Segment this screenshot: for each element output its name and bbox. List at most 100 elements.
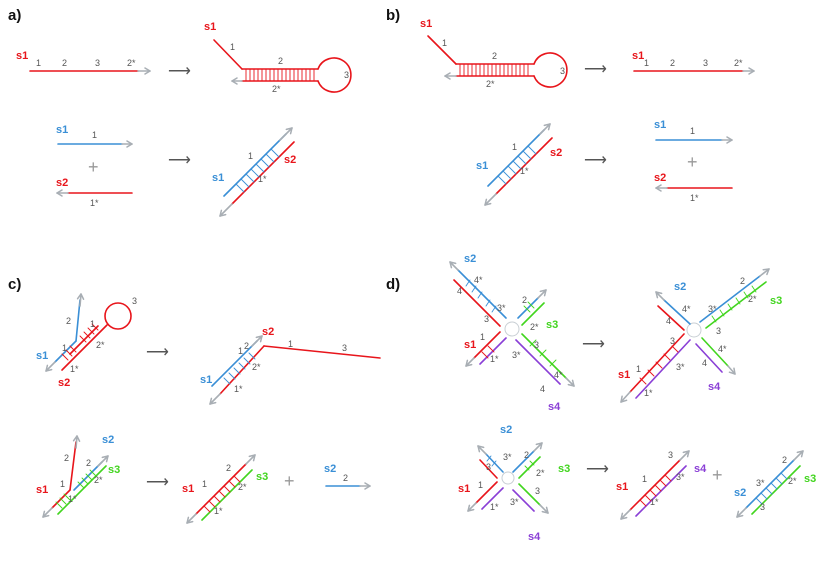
junction-four-arm: s2 s3 s1 s4 4* 4 3* 3 2 2* 1 1* 3* 3 4* …	[449, 253, 575, 413]
duplex-s1-s3: s1 s3 1 2 2* 1*	[182, 454, 268, 524]
reaction-arrow: ⟶	[168, 152, 191, 169]
domain-label: 3	[668, 450, 673, 460]
plus-sign: +	[687, 152, 698, 172]
complex-s1-s2-hairpin: s1 s2 2 1 1 2* 1* 3	[36, 293, 137, 389]
domain-label: 1	[60, 479, 65, 489]
domain-label: 3*	[676, 362, 685, 372]
domain-label: 1	[36, 58, 41, 68]
domain-label: 1	[288, 339, 293, 349]
strand-label: s2	[58, 377, 70, 389]
domain-label: 2	[492, 51, 497, 61]
strand-label: s1	[616, 481, 628, 493]
domain-label: 1	[642, 474, 647, 484]
domain-label: 2*	[536, 468, 545, 478]
strand-s2-single: s2 1*	[56, 177, 133, 208]
strand-label: s1	[200, 374, 212, 386]
plus-sign: +	[284, 471, 295, 491]
domain-label: 1	[442, 38, 447, 48]
domain-label: 3*	[512, 350, 521, 360]
domain-label: 2*	[127, 58, 136, 68]
domain-label: 3	[560, 66, 565, 76]
domain-label: 3*	[503, 452, 512, 462]
domain-label: 3	[716, 326, 721, 336]
plus-sign: +	[712, 465, 723, 485]
domain-label: 3*	[510, 497, 519, 507]
strand-label: s1	[476, 160, 488, 172]
complex-s1-s2-s3: s1 s2 s3 2 1 2 2* 1*	[36, 434, 120, 518]
domain-label: 1	[690, 126, 695, 136]
strand-label: s3	[256, 471, 268, 483]
domain-label: 3*	[708, 304, 717, 314]
domain-label: 1*	[490, 502, 499, 512]
strand-label: s1	[654, 119, 666, 131]
strand-label: s3	[108, 464, 120, 476]
duplex-s2-s3: s2 s3 3* 2 2* 3	[734, 450, 816, 518]
domain-label: 2	[740, 276, 745, 286]
domain-label: 1*	[90, 198, 99, 208]
reaction-arrow: ⟶	[146, 344, 169, 361]
domain-label: 3	[535, 486, 540, 496]
strand-label: s1	[632, 50, 644, 62]
domain-label: 3	[670, 336, 675, 346]
strand-s2-single: s2 2	[324, 463, 371, 490]
strand-label: s1	[56, 124, 68, 136]
domain-label: 1*	[650, 497, 659, 507]
domain-label: 1	[92, 130, 97, 140]
domain-label: 3	[95, 58, 100, 68]
domain-label: 4	[702, 358, 707, 368]
domain-label: 3*	[676, 472, 685, 482]
strand-label: s3	[546, 319, 558, 331]
domain-label: 1	[480, 332, 485, 342]
strand-label: s4	[694, 463, 707, 475]
strand-label: s3	[558, 463, 570, 475]
panel-a: a) s1 1 2 3 2* ⟶ s1	[8, 7, 352, 217]
domain-label: 1	[90, 319, 95, 329]
domain-label: 3	[132, 296, 137, 306]
domain-label: 2	[343, 473, 348, 483]
domain-label: 3	[342, 343, 347, 353]
domain-label: 1*	[690, 193, 699, 203]
domain-label: 2*	[486, 79, 495, 89]
strand-label: s2	[284, 154, 296, 166]
duplex-s1-s2: s1 s2 1 1*	[476, 123, 562, 206]
panel-c: c) s1 s2 2 1 1 2* 1* 3 ⟶	[8, 276, 381, 524]
strand-s1-hairpin: s1 1 2 2* 3	[420, 18, 568, 89]
strand-label: s2	[500, 424, 512, 436]
strand-label: s4	[708, 381, 721, 393]
domain-label: 2	[782, 455, 787, 465]
domain-label: 2	[522, 295, 527, 305]
domain-label: 2*	[734, 58, 743, 68]
strand-label: s2	[262, 326, 274, 338]
strand-s1-linear: s1 1 2 3 2*	[16, 50, 151, 75]
strand-label: s1	[458, 483, 470, 495]
reaction-arrow: ⟶	[146, 474, 169, 491]
reaction-arrow: ⟶	[586, 461, 609, 478]
domain-label: 1	[478, 480, 483, 490]
reaction-arrow: ⟶	[584, 152, 607, 169]
domain-label: 1	[636, 364, 641, 374]
panel-label-c: c)	[8, 276, 21, 293]
domain-label: 2	[524, 450, 529, 460]
domain-label: 3*	[756, 478, 765, 488]
panel-label-a: a)	[8, 7, 21, 24]
duplex-s1-s2: s1 s2 1 1*	[212, 127, 296, 217]
domain-label: 1*	[68, 494, 77, 504]
domain-label: 1*	[258, 174, 267, 184]
domain-label: 1	[248, 151, 253, 161]
strand-label: s2	[464, 253, 476, 265]
domain-label: 4*	[554, 370, 563, 380]
domain-label: 4	[540, 384, 545, 394]
strand-label: s2	[654, 172, 666, 184]
domain-label: 1	[238, 346, 243, 356]
strand-label: s2	[734, 487, 746, 499]
panel-b: b) s1 1 2 2* 3 ⟶	[386, 7, 755, 206]
domain-label: 3*	[497, 303, 506, 313]
domain-label: 2	[226, 463, 231, 473]
strand-label: s1	[420, 18, 432, 30]
panel-d: d)	[386, 253, 816, 543]
domain-label: 4*	[682, 304, 691, 314]
reaction-arrow: ⟶	[168, 63, 191, 80]
duplex-s1-s4: s1 s4 1 3 3* 1*	[616, 450, 707, 520]
strand-label: s1	[204, 21, 216, 33]
domain-label: 2*	[238, 482, 247, 492]
